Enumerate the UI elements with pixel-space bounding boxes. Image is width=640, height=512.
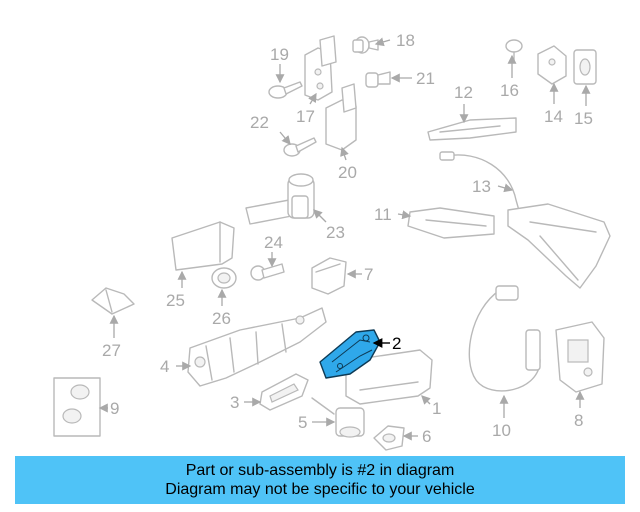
part-9-fastener-kit	[53, 377, 101, 437]
callout-1: 1	[432, 399, 441, 418]
part-4-carrier	[187, 307, 327, 387]
part-regulator	[507, 203, 611, 289]
part-6-bezel	[373, 425, 405, 451]
part-5-lock-cylinder	[311, 397, 365, 438]
part-17-hinge	[304, 35, 337, 101]
info-banner: Part or sub-assembly is #2 in diagram Di…	[15, 456, 625, 504]
callout-6: 6	[422, 427, 431, 446]
callout-5: 5	[298, 413, 307, 432]
part-10-cable	[468, 285, 541, 392]
callout-14: 14	[544, 107, 563, 126]
callout-10: 10	[492, 421, 511, 440]
callout-21: 21	[416, 69, 435, 88]
part-27-clip	[91, 287, 135, 315]
part-20-hinge	[325, 83, 357, 151]
banner-line-1: Part or sub-assembly is #2 in diagram	[185, 462, 455, 479]
callout-4: 4	[160, 357, 169, 376]
part-3-gasket	[259, 373, 309, 411]
parts-diagram: 19 18 17 21 22 20 23 24 25 26 27 7 4 3 5…	[53, 31, 611, 451]
part-2-highlighted-bracket	[319, 329, 381, 379]
callout-8: 8	[574, 411, 583, 430]
callout-26: 26	[212, 309, 231, 328]
part-13-cable	[439, 151, 521, 215]
callout-19: 19	[270, 45, 289, 64]
part-22-bolt	[283, 137, 317, 157]
part-7-seal	[311, 257, 347, 295]
part-21-bolt	[365, 71, 391, 88]
callout-18: 18	[396, 31, 415, 50]
part-25-cover	[171, 221, 235, 271]
callout-23: 23	[326, 223, 345, 242]
callout-25: 25	[166, 291, 185, 310]
part-8-latch	[555, 321, 605, 393]
part-26-grommet	[211, 267, 237, 289]
callout-11: 11	[374, 205, 392, 224]
callout-27: 27	[102, 341, 121, 360]
callout-17: 17	[296, 107, 315, 126]
callout-3: 3	[230, 393, 239, 412]
callout-12: 12	[454, 83, 473, 102]
callout-9: 9	[110, 399, 119, 418]
part-11-inner-handle	[407, 207, 495, 239]
part-24-bolt	[250, 263, 285, 281]
part-16-bolt	[505, 39, 523, 63]
callout-24: 24	[264, 233, 283, 252]
callout-2: 2	[392, 334, 401, 353]
callout-15: 15	[574, 109, 593, 128]
part-19-bolt	[268, 81, 303, 99]
callout-20: 20	[338, 163, 357, 182]
banner-line-2: Diagram may not be specific to your vehi…	[165, 481, 475, 498]
callout-16: 16	[500, 81, 519, 100]
callout-22: 22	[250, 113, 269, 132]
part-14-striker	[537, 45, 567, 85]
part-12-handle	[427, 117, 517, 141]
part-1-outer-handle	[345, 349, 433, 405]
callout-13: 13	[472, 177, 491, 196]
part-23-check-strap	[245, 173, 315, 225]
part-18-bolt	[352, 36, 379, 54]
part-15-plate	[573, 49, 597, 85]
callout-7: 7	[364, 265, 373, 284]
